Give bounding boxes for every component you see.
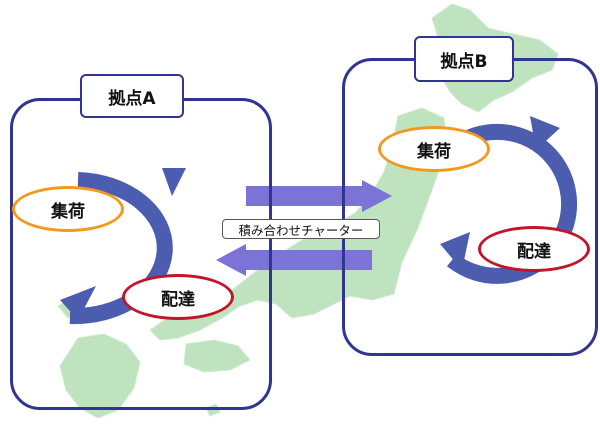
base-b-panel [342,58,598,356]
base-b-deliver: 配達 [478,226,590,272]
cycle-a-arrowhead-top [162,168,186,196]
arrow-right [246,180,392,212]
cycle-a-arrowhead-bottom [60,286,96,320]
charter-label: 積み合わせチャーター [222,219,380,239]
cycle-a [60,168,186,325]
map-kyushu [59,333,141,419]
base-b-collect: 集荷 [378,126,490,172]
base-a-deliver: 配達 [122,274,234,320]
charter-arrows [216,180,392,276]
arrow-left [216,244,372,276]
cycle-b-arrowhead-top [530,116,560,150]
base-a-label: 拠点A [80,74,184,118]
base-b-label: 拠点B [414,36,514,82]
cycle-b-arrowhead-bottom [440,232,470,270]
base-a-collect: 集荷 [12,186,124,232]
base-a-panel [10,98,272,410]
map-shikoku [183,339,251,373]
cycle-b [433,116,578,284]
